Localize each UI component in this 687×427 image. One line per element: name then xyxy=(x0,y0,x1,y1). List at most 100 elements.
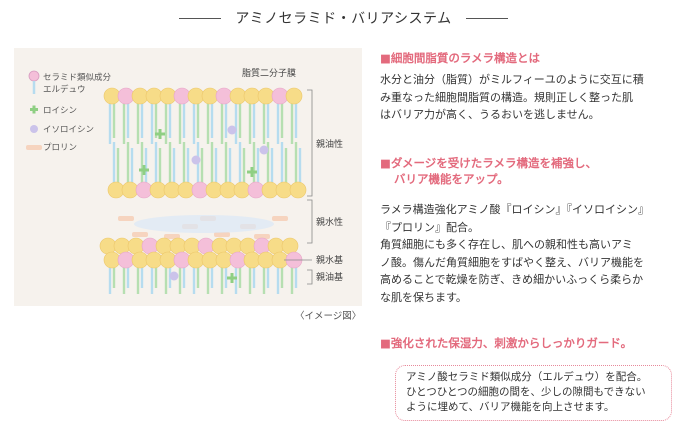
lipid-head xyxy=(103,251,121,269)
page-title: アミノセラミド・バリアシステム xyxy=(235,11,452,27)
isoleucine-mark xyxy=(259,145,269,155)
section-damage: ■ダメージを受けたラメラ構造を補強し、 バリア機能をアップ。 ラメラ構造強化アミ… xyxy=(380,155,680,306)
isoleucine-mark xyxy=(169,271,179,281)
legend-elderu: エルデュウ xyxy=(43,84,86,95)
lipid-head xyxy=(281,237,299,255)
lipid-head xyxy=(99,237,117,255)
lipid-head xyxy=(261,181,279,199)
lipid-head xyxy=(131,251,149,269)
body-line: 『プロリン』配合。 xyxy=(380,220,479,234)
legend: セラミド類似成分 エルデュウ ロイシン イソロイシン プロリン xyxy=(26,70,112,153)
lipid-head xyxy=(225,237,243,255)
body-line: はバリア力が高く、うるおいを逃しません。 xyxy=(380,108,600,121)
amino-acids xyxy=(118,125,288,283)
ceramide-head xyxy=(197,237,215,255)
lipid-head xyxy=(183,237,201,255)
section-heading-line1: ■ダメージを受けたラメラ構造を補強し、 xyxy=(380,156,597,170)
legend-isoleucine: イソロイシン xyxy=(43,125,94,135)
hydrophilic-bracket xyxy=(307,199,313,244)
body-line: 水分と油分（脂質）がミルフィーユのように交互に積 xyxy=(380,73,644,86)
lipid-head xyxy=(187,251,205,269)
body-line: 高めることで乾燥を防ぎ、きめ細かいふっくら柔らか xyxy=(380,273,644,286)
lipid-head xyxy=(267,237,285,255)
lipophilic-group-bracket xyxy=(307,269,313,285)
ceramide-head xyxy=(215,87,233,105)
hydrophilic-group-label: 親水基 xyxy=(316,254,343,266)
legend-proline: プロリン xyxy=(43,143,77,153)
lamellar-diagram-svg: セラミド類似成分 エルデュウ ロイシン イソロイシン プロリン 脂質二分子膜 親… xyxy=(26,67,343,294)
lipid-head xyxy=(121,181,139,199)
isoleucine-mark xyxy=(227,125,237,135)
body-line: 角質細胞にも多く存在し、肌への親和性も高いアミ xyxy=(380,238,633,251)
section-heading-line2: バリア機能をアップ。 xyxy=(394,172,509,186)
ceramide-icon xyxy=(28,70,40,82)
ceramide-head xyxy=(173,87,191,105)
lipid-head xyxy=(187,87,205,105)
section-heading: ■強化された保湿力、刺激からしっかりガード。 xyxy=(380,336,633,350)
title-rule-right xyxy=(465,17,508,19)
lipid-head xyxy=(113,237,131,255)
title-bar: アミノセラミド・バリアシステム xyxy=(0,6,687,30)
section-heading: ■ダメージを受けたラメラ構造を補強し、 バリア機能をアップ。 xyxy=(380,155,680,187)
lipid-head xyxy=(243,251,261,269)
body-line: み重なった細胞間脂質の構造。規則正しく整った肌 xyxy=(380,90,633,104)
section-protection: ■強化された保湿力、刺激からしっかりガード。 xyxy=(380,335,680,351)
body-line: ノ酸。傷んだ角質細胞をすばやく整え、バリア機能を xyxy=(380,255,644,269)
body-line: な肌を保ちます。 xyxy=(380,290,467,304)
lipophilic-bracket xyxy=(307,89,313,197)
proline-mark xyxy=(132,232,148,237)
lipid-head xyxy=(159,87,177,105)
lipid-head xyxy=(159,251,177,269)
ceramide-head xyxy=(271,87,289,105)
lipid-head xyxy=(289,181,307,199)
ceramide-head xyxy=(117,87,135,105)
lipid-head xyxy=(149,181,167,199)
ceramide-head xyxy=(173,251,191,269)
lipid-head xyxy=(177,181,195,199)
lipid-head xyxy=(257,251,275,269)
lipid-head xyxy=(127,237,145,255)
proline-mark xyxy=(272,216,288,221)
note-line: アミノ酸セラミド類似成分（エルデュウ）を配合。 xyxy=(406,371,648,383)
proline-mark xyxy=(214,232,230,237)
lipophilic-group-label: 親油基 xyxy=(316,271,343,283)
leucine-mark xyxy=(250,167,254,177)
ceramide-head xyxy=(253,237,271,255)
legend-leucine: ロイシン xyxy=(43,106,77,116)
note-box: アミノ酸セラミド類似成分（エルデュウ）を配合。 ひとつひとつの細胞の間を、少しの… xyxy=(395,365,672,421)
leucine-mark xyxy=(230,273,234,283)
legend-ceramide: セラミド類似成分 xyxy=(43,72,112,83)
note-line: ように埋めて、バリア機能を向上させます。 xyxy=(406,401,615,413)
lipid-head xyxy=(229,87,247,105)
lipid-head xyxy=(205,181,223,199)
lipophilic-label: 親油性 xyxy=(316,138,343,150)
section-heading: ■細胞間脂質のラメラ構造とは xyxy=(380,51,541,65)
ceramide-head xyxy=(117,251,135,269)
lipid-head xyxy=(211,237,229,255)
isoleucine-mark xyxy=(191,155,201,165)
lipid-head xyxy=(257,87,275,105)
lipid-head xyxy=(169,237,187,255)
lipid-head xyxy=(107,181,125,199)
hydrophilic-label: 親水性 xyxy=(316,216,343,228)
lipid-head xyxy=(215,251,233,269)
ceramide-head xyxy=(141,237,159,255)
lipid-head xyxy=(201,251,219,269)
section-body: ラメラ構造強化アミノ酸『ロイシン』『イソロイシン』 『プロリン』配合。 角質細胞… xyxy=(380,201,680,306)
lipid-head xyxy=(131,87,149,105)
lipid-head xyxy=(239,237,257,255)
lipid-head xyxy=(155,237,173,255)
proline-mark xyxy=(164,234,180,239)
note-line: ひとつひとつの細胞の間を、少しの隙間もできない xyxy=(406,386,646,398)
ceramide-head xyxy=(229,251,247,269)
lipid-head xyxy=(243,87,261,105)
title-rule-left xyxy=(179,17,222,19)
leucine-mark xyxy=(158,129,162,139)
ceramide-head xyxy=(247,181,265,199)
ceramide-head xyxy=(191,181,209,199)
lipid-head xyxy=(275,181,293,199)
lipid-head xyxy=(285,87,303,105)
lipid-head xyxy=(103,87,121,105)
lipid-head xyxy=(233,181,251,199)
lipid-head xyxy=(163,181,181,199)
